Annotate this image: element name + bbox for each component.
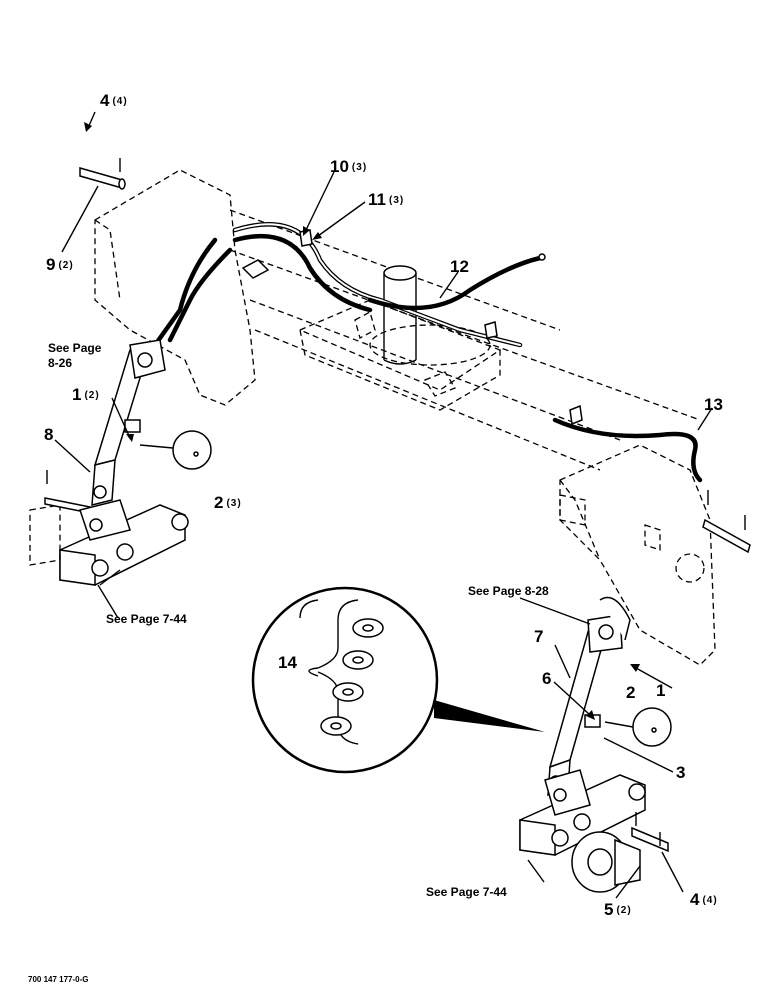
callout-5: 5(2) bbox=[604, 900, 632, 919]
ref-see-page-8-26-line1: See Page bbox=[48, 341, 102, 355]
callout-8: 8 bbox=[44, 425, 53, 444]
figure-code: 700 147 177-0-G bbox=[28, 975, 89, 984]
item-2-discs bbox=[139, 430, 672, 747]
callout-2-right: 2 bbox=[626, 683, 635, 702]
callout-12: 12 bbox=[450, 257, 469, 276]
right-pivot-block bbox=[519, 490, 751, 893]
ref-see-page-7-44-right: See Page 7-44 bbox=[426, 885, 507, 899]
callout-14: 14 bbox=[278, 653, 297, 672]
leader-lines bbox=[54, 111, 713, 899]
callout-10: 10(3) bbox=[330, 157, 367, 176]
callout-2-left: 2(3) bbox=[214, 493, 242, 512]
callout-4-top: 4(4) bbox=[100, 91, 128, 110]
callout-9: 9(2) bbox=[46, 255, 74, 274]
detail-inset bbox=[251, 586, 545, 774]
disc-2-right bbox=[632, 707, 672, 747]
ref-see-page-7-44-left: See Page 7-44 bbox=[106, 612, 187, 626]
callout-1-right: 1 bbox=[656, 681, 665, 700]
callout-11: 11(3) bbox=[368, 190, 404, 209]
right-cylinder-assembly bbox=[547, 596, 631, 796]
callout-4-bottom: 4(4) bbox=[690, 890, 718, 909]
left-cylinder-assembly bbox=[91, 339, 166, 506]
page-references: See Page 8-26 See Page 7-44 See Page 8-2… bbox=[48, 341, 549, 899]
hose-13 bbox=[552, 417, 703, 483]
hydraulic-hoses bbox=[152, 222, 703, 483]
callout-6: 6 bbox=[542, 669, 551, 688]
header-frame bbox=[94, 169, 716, 666]
disc-2-left bbox=[172, 430, 212, 470]
pin-9 bbox=[79, 158, 126, 190]
callout-13: 13 bbox=[704, 395, 723, 414]
ref-see-page-8-28: See Page 8-28 bbox=[468, 584, 549, 598]
left-pivot-block bbox=[29, 470, 189, 586]
hose-12 bbox=[367, 255, 543, 311]
callout-3: 3 bbox=[676, 763, 685, 782]
callout-7: 7 bbox=[534, 627, 543, 646]
callout-1-left: 1(2) bbox=[72, 385, 100, 404]
callout-labels: 4(4) 9(2) 10(3) 11(3) 12 13 1(2) 8 2(3) … bbox=[44, 91, 723, 919]
ref-see-page-8-26-line2: 8-26 bbox=[48, 356, 72, 370]
grommet-stack bbox=[320, 618, 384, 736]
